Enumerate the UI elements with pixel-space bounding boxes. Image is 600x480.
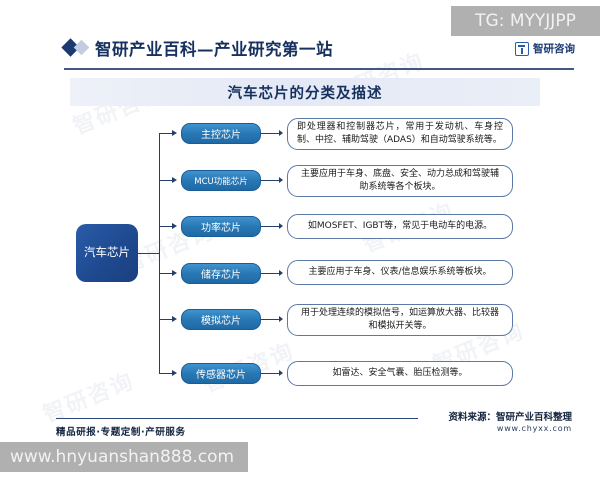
description-node-3: 如MOSFET、IGBT等，常见于电动车的电源。 [287,214,513,239]
footer-source: 资料来源：智研产业百科整理 [448,412,572,423]
description-node-2: 主要应用于车身、底盘、安全、动力总成和驾驶辅助系统等各个板块。 [287,165,513,197]
arrow-branch-3-icon [172,222,177,229]
description-text-6: 如雷达、安全气囊、胎压检测等。 [332,367,468,378]
connector-branch-6 [159,373,173,375]
diagram-root-node: 汽车芯片 [76,224,138,282]
arrow-desc-2-icon [279,177,283,183]
connector-desc-6 [261,373,280,375]
banner-title: 汽车芯片的分类及描述 [227,84,383,102]
description-text-1: 即处理器和控制器芯片，常用于发动机、车身控制、中控、辅助驾驶（ADAS）和自动驾… [297,121,503,146]
header-title: 智研产业百科—产业研究第一站 [95,40,333,59]
description-node-5: 用于处理连续的模拟信号，如运算放大器、比较器和模拟开关等。 [287,304,513,336]
category-label-4: 储存芯片 [201,270,241,281]
category-node-6[interactable]: 传感器芯片 [181,363,261,384]
category-node-4[interactable]: 储存芯片 [181,263,261,284]
connector-desc-1 [261,133,280,135]
connector-desc-4 [261,273,280,275]
brand-logo-text: 智研咨询 [533,43,575,55]
description-node-6: 如雷达、安全气囊、胎压检测等。 [287,361,513,386]
arrow-branch-5-icon [172,315,177,322]
diagram-root-label: 汽车芯片 [84,245,130,260]
telegram-overlay-watermark: TG: MYYJJPP [451,6,600,36]
arrow-desc-3-icon [279,223,283,229]
brand-logo-icon [515,41,529,56]
connector-desc-5 [261,319,280,321]
category-node-5[interactable]: 模拟芯片 [181,309,261,330]
arrow-desc-4-icon [279,270,283,276]
description-text-2: 主要应用于车身、底盘、安全、动力总成和驾驶辅助系统等各个板块。 [300,168,499,193]
category-label-1: 主控芯片 [201,130,241,141]
description-text-4: 主要应用于车身、仪表/信息娱乐系统等板块。 [308,266,492,277]
footer-url: www.chyxx.com [496,424,572,433]
connector-desc-3 [261,226,280,228]
category-node-1[interactable]: 主控芯片 [181,123,261,144]
website-overlay-watermark: www.hnyuanshan888.com [0,442,248,472]
description-node-1: 即处理器和控制器芯片，常用于发动机、车身控制、中控、辅助驾驶（ADAS）和自动驾… [287,118,513,150]
arrow-branch-6-icon [172,369,177,376]
description-node-4: 主要应用于车身、仪表/信息娱乐系统等板块。 [287,260,513,285]
page-header: 智研产业百科—产业研究第一站 智研咨询 [0,30,600,72]
arrow-branch-1-icon [172,129,177,136]
header-divider [64,68,574,70]
category-label-2: MCU功能芯片 [194,176,248,187]
description-text-3: 如MOSFET、IGBT等，常见于电动车的电源。 [307,220,493,231]
category-label-3: 功率芯片 [201,223,241,234]
footer-services: 精品研报·专题定制·产研服务 [56,427,186,438]
connector-branch-2 [159,180,173,182]
arrow-branch-2-icon [172,176,177,183]
arrow-branch-4-icon [172,269,177,276]
category-node-3[interactable]: 功率芯片 [181,216,261,237]
connector-branch-3 [159,226,173,228]
description-text-5: 用于处理连续的模拟信号，如运算放大器、比较器和模拟开关等。 [300,307,499,332]
connector-desc-2 [261,180,280,182]
banner: 汽车芯片的分类及描述 [70,78,540,106]
diamond-bullet-shadow-icon [73,39,90,56]
arrow-desc-1-icon [279,130,283,136]
category-label-6: 传感器芯片 [196,370,246,381]
connector-branch-1 [159,133,173,135]
category-node-2[interactable]: MCU功能芯片 [181,170,261,191]
footer-divider [56,418,418,420]
connector-spine [159,133,161,373]
brand-logo: 智研咨询 [515,41,575,56]
connector-branch-5 [159,319,173,321]
flow-diagram: 汽车芯片 主控芯片 即处理器和控制器芯片，常用于发动机、车身控制、中控、辅助驾驶… [0,108,600,408]
connector-branch-4 [159,273,173,275]
arrow-desc-5-icon [279,316,283,322]
category-label-5: 模拟芯片 [201,316,241,327]
connector-root-trunk [138,252,160,254]
arrow-desc-6-icon [279,370,283,376]
